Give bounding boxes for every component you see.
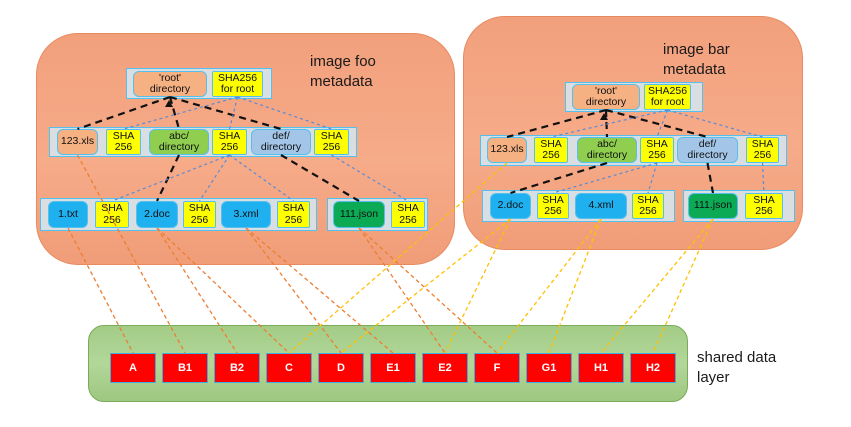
bar-123xls-box: 123.xls	[487, 137, 527, 163]
block-b2: B2	[214, 353, 260, 383]
foo-sha-abc-box: SHA 256	[212, 129, 247, 155]
foo-123xls-box: 123.xls	[57, 129, 98, 155]
block-h2: H2	[630, 353, 676, 383]
block-h1: H1	[578, 353, 624, 383]
foo-3xml-box: 3.xml	[221, 201, 271, 228]
block-g1: G1	[526, 353, 572, 383]
block-b1: B1	[162, 353, 208, 383]
foo-111json-box: 111.json	[333, 201, 385, 228]
bar-def-directory-box: def/ directory	[677, 137, 738, 163]
bar-sha-2doc-box: SHA 256	[537, 193, 569, 219]
bar-abc-directory-box: abc/ directory	[577, 137, 637, 163]
bar-sha-123xls-box: SHA 256	[534, 137, 568, 163]
block-d: D	[318, 353, 364, 383]
block-a: A	[110, 353, 156, 383]
block-f: F	[474, 353, 520, 383]
bar-sha-abc-box: SHA 256	[640, 137, 674, 163]
block-e1: E1	[370, 353, 416, 383]
foo-def-directory-box: def/ directory	[251, 129, 311, 155]
foo-sha256-root-box: SHA256 for root	[212, 71, 263, 97]
bar-sha-4xml-box: SHA 256	[632, 193, 664, 219]
foo-sha-3xml-box: SHA 256	[277, 201, 310, 228]
bar-2doc-box: 2.doc	[490, 193, 531, 219]
foo-root-arrowhead-icon	[165, 100, 173, 107]
bar-root-directory-box: 'root' directory	[572, 84, 640, 110]
bar-root-arrowhead-icon	[600, 113, 608, 120]
bar-sha256-root-box: SHA256 for root	[644, 84, 691, 110]
foo-root-directory-box: 'root' directory	[133, 71, 207, 97]
panel-foo-title: image foo metadata	[310, 53, 376, 91]
foo-sha-1txt-box: SHA 256	[95, 201, 129, 228]
panel-bar-title: image bar metadata	[663, 41, 730, 79]
bar-sha-def-box: SHA 256	[746, 137, 779, 163]
foo-1txt-box: 1.txt	[48, 201, 88, 228]
block-e2: E2	[422, 353, 468, 383]
foo-2doc-box: 2.doc	[136, 201, 178, 228]
foo-sha-def-box: SHA 256	[314, 129, 349, 155]
foo-sha-2doc-box: SHA 256	[183, 201, 216, 228]
foo-sha-123xls-box: SHA 256	[106, 129, 141, 155]
bar-111json-box: 111.json	[688, 193, 738, 219]
bar-4xml-box: 4.xml	[575, 193, 627, 219]
bar-sha-111json-box: SHA 256	[745, 193, 783, 219]
foo-abc-directory-box: abc/ directory	[149, 129, 209, 155]
shared-data-layer-label: shared data layer	[697, 349, 777, 387]
foo-sha-111json-box: SHA 256	[391, 201, 425, 228]
block-c: C	[266, 353, 312, 383]
